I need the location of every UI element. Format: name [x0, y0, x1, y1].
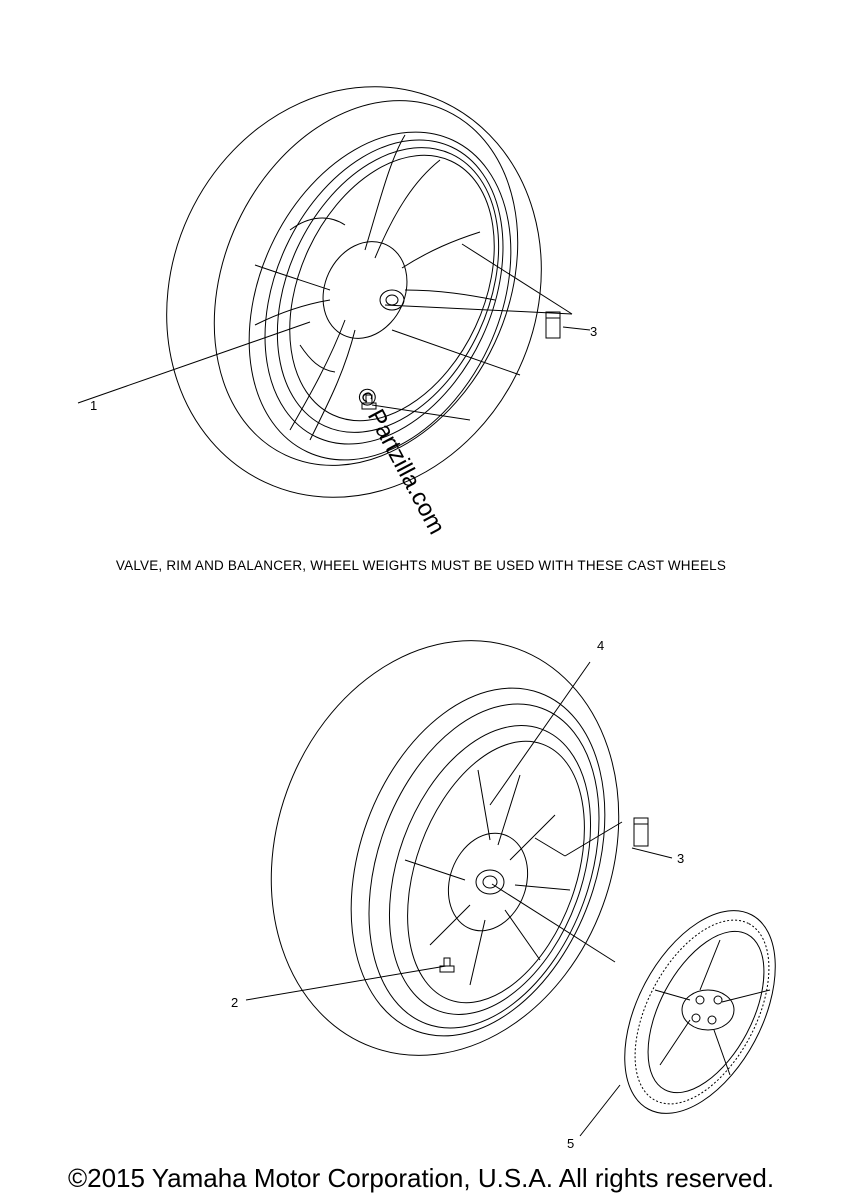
- front-spokes: [254, 134, 496, 441]
- front-leaders: [77, 243, 591, 421]
- rear-tire: [270, 640, 620, 1056]
- callout-1: 1: [90, 398, 98, 413]
- rear-wheel: [270, 640, 620, 1056]
- callout-2: 2: [231, 995, 239, 1010]
- callout-4: 4: [597, 638, 605, 653]
- copyright-notice: ©2015 Yamaha Motor Corporation, U.S.A. A…: [67, 1163, 775, 1193]
- rear-leaders: [245, 661, 673, 1137]
- rear-wheel-weight: [633, 817, 649, 847]
- cast-wheel-note: VALVE, RIM AND BALANCER, WHEEL WEIGHTS M…: [115, 558, 727, 573]
- rear-spokes: [404, 769, 571, 986]
- rear-pulley: [624, 910, 776, 1114]
- front-wheel-weight: [545, 311, 561, 339]
- front-tire: [166, 86, 542, 498]
- rear-hub: [447, 832, 529, 932]
- front-wheel: [166, 86, 542, 498]
- callout-5: 5: [567, 1136, 575, 1151]
- front-rim: [248, 131, 512, 461]
- callout-3-top: 3: [590, 324, 598, 339]
- callout-3-bottom: 3: [677, 851, 685, 866]
- rear-rim: [368, 703, 600, 1029]
- rear-valve: [439, 957, 455, 973]
- front-valve: [361, 394, 377, 410]
